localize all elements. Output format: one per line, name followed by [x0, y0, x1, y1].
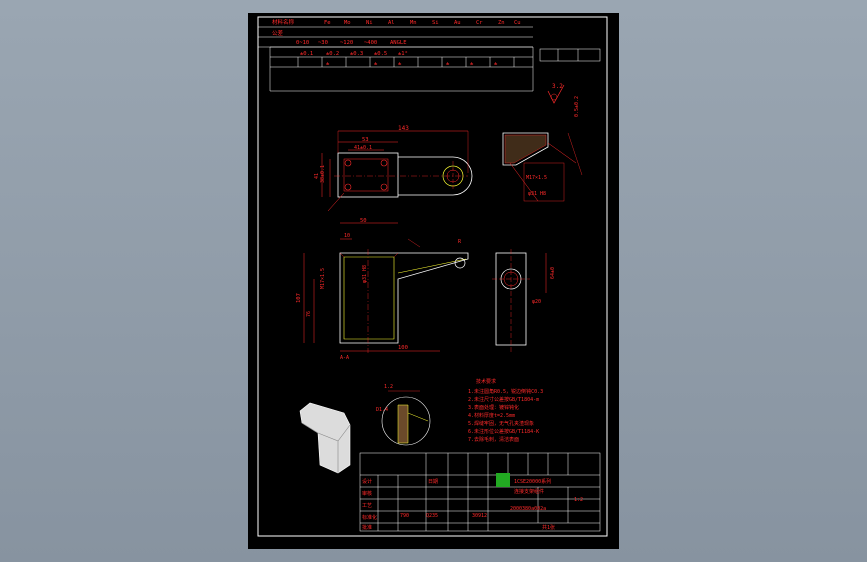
table-col-0: Fe	[324, 20, 331, 26]
dim-detail-label: 0.5±0.2	[574, 96, 580, 117]
table-col-3: Al	[388, 20, 395, 26]
title-weight: 790	[400, 513, 409, 519]
notes-title: 技术要求	[476, 378, 496, 385]
tol-val-4: ±1°	[398, 51, 408, 57]
dim-height1: 38±0.1	[320, 165, 326, 183]
dim-front-thread: M17×1.5	[320, 268, 326, 289]
title-code: 2000380a002a	[510, 506, 546, 512]
title-label-approve: 批准	[362, 524, 372, 531]
dim-hole-pitch: 53	[362, 137, 369, 143]
tol-range-0: 0~10	[296, 40, 309, 46]
title-label-standard: 标准化	[362, 514, 377, 521]
table-col-8: Zn	[498, 20, 505, 26]
title-subtitle: 连接支架组件	[514, 488, 544, 495]
dim-d1: 10	[344, 233, 350, 239]
dim-side-width: φ20	[532, 299, 541, 305]
isometric-view	[299, 402, 351, 474]
dim-radius: R	[458, 239, 462, 245]
tol-val-3: ±0.5	[374, 51, 387, 57]
outer-frame	[257, 16, 608, 537]
notes-line-4: 4.材料厚度t=2.5mm	[468, 412, 515, 419]
title-sheet: 共1张	[542, 524, 555, 531]
dim-detail3: 1.2	[384, 384, 393, 390]
tol-val-1: ±0.2	[326, 51, 339, 57]
tolerance-table	[258, 26, 601, 92]
dim-overall-length: 143	[398, 125, 409, 132]
tech-notes: 技术要求 1.未注圆角R0.5，锐边倒钝C0.3 2.未注尺寸公差按GB/T18…	[468, 378, 543, 443]
table-col-7: Cr	[476, 20, 483, 26]
tol-sym-5: ±	[494, 61, 498, 67]
notes-line-3: 3.表面处理：镀锌钝化	[468, 404, 519, 411]
title-material: Q235	[426, 513, 438, 519]
dim-hole-pitch2: 41±0.1	[354, 145, 372, 151]
title-block	[359, 452, 601, 532]
tol-sym-0: ±	[326, 61, 330, 67]
title-label-design: 设计	[362, 478, 372, 485]
tol-sym-3: ±	[446, 61, 450, 67]
notes-line-7: 7.去除毛刺，清洁表面	[468, 436, 519, 443]
svg-text:3.2: 3.2	[552, 83, 563, 90]
tol-range-angle: ANGLE	[390, 40, 407, 46]
dim-front-bore: φ31 H8	[362, 265, 368, 283]
drawing-canvas: 材料名称 Fe Mo Ni Al Mn Si Au Cr Zn Cu 公差 0~…	[257, 16, 608, 537]
title-scale: 1:2	[574, 497, 583, 503]
section-label: A-A	[340, 355, 349, 361]
roughness-symbol: 3.2	[547, 83, 565, 104]
title-company: 1CSE20000系列	[514, 478, 551, 485]
dim-inner-height: 76	[306, 311, 312, 317]
notes-line-1: 1.未注圆角R0.5，锐边倒钝C0.3	[468, 388, 543, 395]
table-label-tolerance: 公差	[272, 29, 284, 37]
dim-section-width: 50	[360, 218, 367, 224]
title-label-check: 审核	[362, 490, 372, 497]
tol-sym-1: ±	[374, 61, 378, 67]
top-view: 143 53 41±0.1 38±0.1 41	[314, 125, 473, 212]
side-view: 64±0 φ20	[492, 249, 556, 353]
table-col-5: Si	[432, 20, 439, 26]
tol-val-0: ±0.1	[300, 51, 313, 57]
tol-range-2: ~120	[340, 40, 353, 46]
table-label-material: 材料名称	[272, 18, 295, 26]
logo-icon	[496, 473, 510, 487]
title-label-date: 日期	[428, 479, 438, 485]
dim-total-height: 107	[296, 293, 302, 303]
dim-detail2: D1.4	[376, 407, 388, 413]
dim-thread-label: M17×1.5	[526, 175, 547, 181]
notes-line-2: 2.未注尺寸公差按GB/T1804-m	[468, 396, 539, 403]
tol-sym-4: ±	[470, 61, 474, 67]
table-col-4: Mn	[410, 20, 417, 26]
tol-range-3: ~400	[364, 40, 377, 46]
title-label-process: 工艺	[362, 503, 372, 509]
table-col-1: Mo	[344, 20, 351, 26]
notes-line-6: 6.未注形位公差按GB/T1184-K	[468, 428, 539, 435]
dim-side-height: 64±0	[550, 267, 556, 279]
dim-height2: 41	[314, 173, 320, 179]
drawing-sheet: 材料名称 Fe Mo Ni Al Mn Si Au Cr Zn Cu 公差 0~…	[248, 13, 619, 549]
detail-section-view: 0.5±0.2 M17×1.5 φ31 H8	[502, 96, 583, 202]
table-col-9: Cu	[514, 20, 521, 26]
dim-bottom-length: 100	[398, 345, 408, 351]
tol-range-1: ~30	[318, 40, 328, 46]
table-col-2: Ni	[366, 20, 373, 26]
tol-sym-2: ±	[398, 61, 402, 67]
circular-detail-view: D1.4 1.2	[376, 384, 431, 446]
title-drawing-no: 30912	[472, 513, 487, 519]
tol-val-2: ±0.3	[350, 51, 363, 57]
notes-line-5: 5.焊缝牢固，无气孔夹渣现象	[468, 420, 534, 427]
dim-bore-label: φ31 H8	[528, 191, 546, 197]
front-section-view: 50 10 107 76 M17×1.5 100 φ31 H8 A-A R	[296, 218, 469, 361]
table-col-6: Au	[454, 20, 461, 26]
